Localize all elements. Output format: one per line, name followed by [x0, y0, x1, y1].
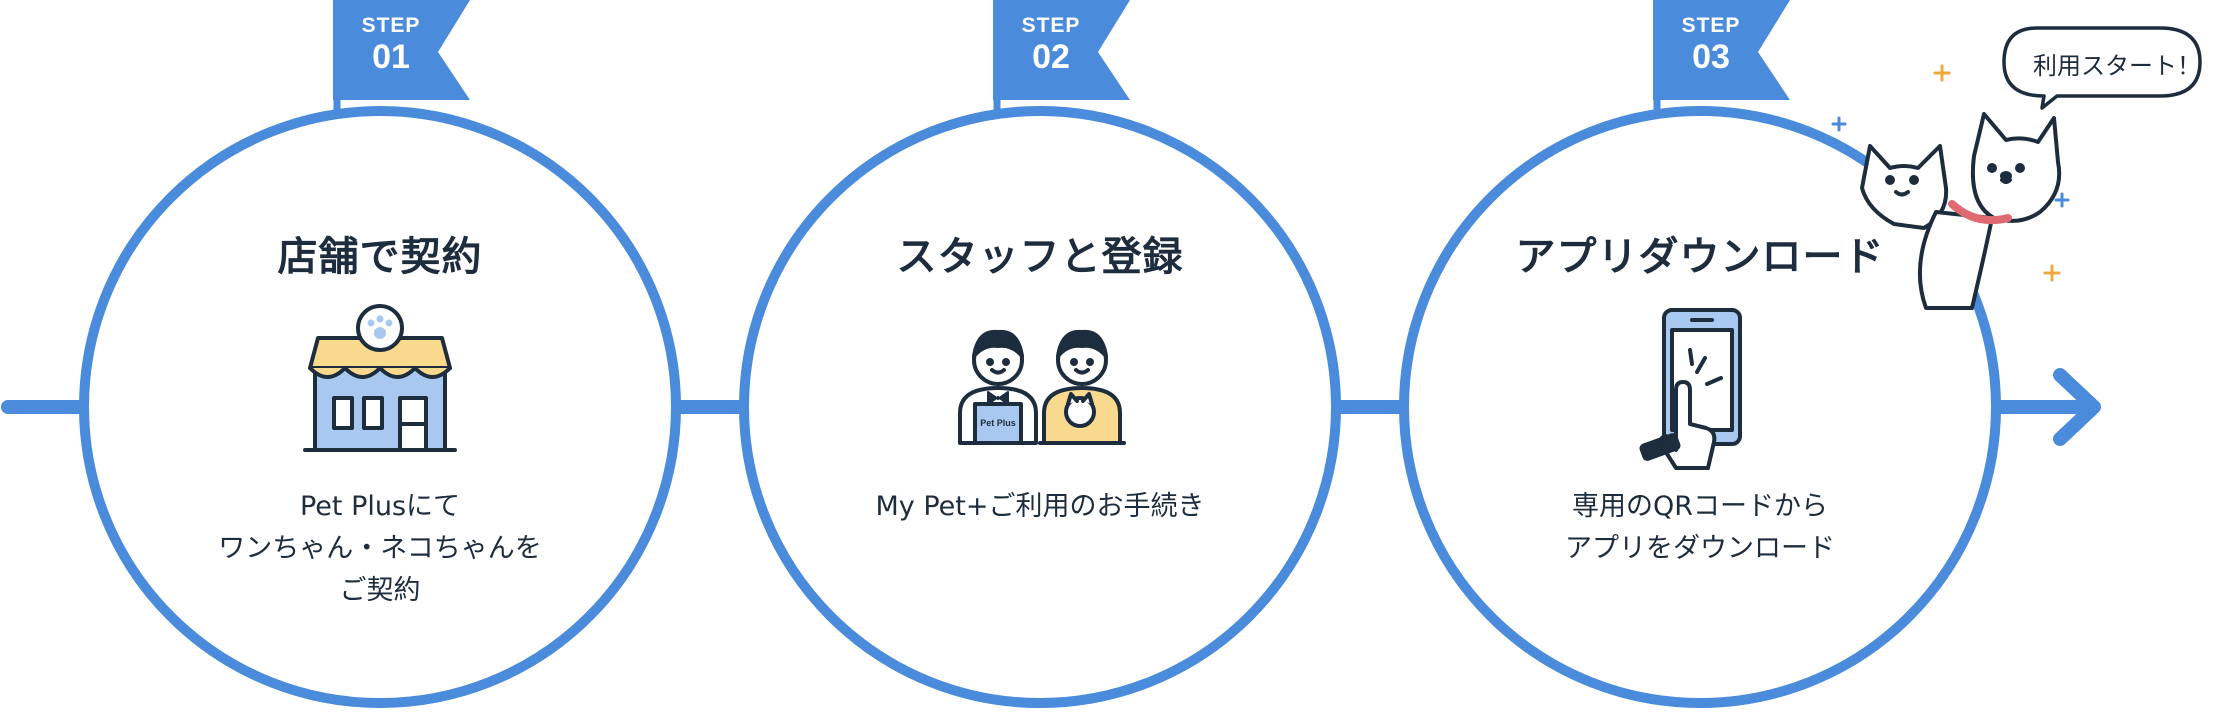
step-number: 02 — [1032, 38, 1070, 76]
smartphone-tap-icon — [1639, 308, 1742, 470]
step-flag-label-1: STEP 01 — [336, 14, 446, 76]
description-line: ワンちゃん・ネコちゃんを — [218, 533, 542, 564]
dog-illustration — [1917, 112, 2062, 310]
description-line: 専用のQRコードから — [1571, 491, 1828, 522]
step-1 — [79, 0, 681, 708]
staff-people-icon: Pet Plus — [958, 329, 1126, 445]
step-flag-label-3: STEP 03 — [1656, 14, 1766, 76]
step-circle — [739, 106, 1341, 708]
step-flag-label-2: STEP 02 — [996, 14, 1106, 76]
description-line: ご契約 — [339, 575, 421, 606]
description-line: Pet Plusにて — [299, 491, 461, 522]
step-flag — [993, 0, 1130, 100]
step-number: 03 — [1692, 38, 1730, 76]
step-3 — [1399, 0, 2001, 708]
description-line: アプリをダウンロード — [1565, 533, 1835, 564]
step-flag — [333, 0, 470, 100]
step-flag — [1653, 0, 1790, 100]
flow-arrowhead — [2053, 368, 2101, 446]
speech-bubble — [2002, 26, 2202, 110]
step-description-3: 専用のQRコードから アプリをダウンロード — [1440, 486, 1960, 570]
step-number: 01 — [372, 38, 410, 76]
step-title-2: スタッフと登録 — [896, 234, 1184, 280]
step-title-3: アプリダウンロード — [1515, 234, 1885, 280]
description-line: My Pet+ご利用のお手続き — [875, 491, 1205, 522]
step-label: STEP — [1681, 14, 1741, 37]
step-2: Pet Plus — [739, 0, 1341, 708]
step-title-1: 店舗で契約 — [277, 234, 483, 280]
speech-bubble-text: 利用スタート！ — [2033, 52, 2201, 80]
pet-shop-icon — [303, 304, 457, 452]
step-description-2: My Pet+ご利用のお手続き — [780, 486, 1300, 528]
apron-logo-text: Pet Plus — [980, 418, 1016, 428]
step-label: STEP — [361, 14, 421, 37]
dog-collar — [1948, 200, 2012, 225]
sparkle-icon — [1831, 64, 2070, 282]
cat-illustration — [1860, 144, 1949, 230]
step-label: STEP — [1021, 14, 1081, 37]
animals-illustration — [1831, 64, 2070, 310]
step-description-1: Pet Plusにて ワンちゃん・ネコちゃんを ご契約 — [120, 486, 640, 612]
